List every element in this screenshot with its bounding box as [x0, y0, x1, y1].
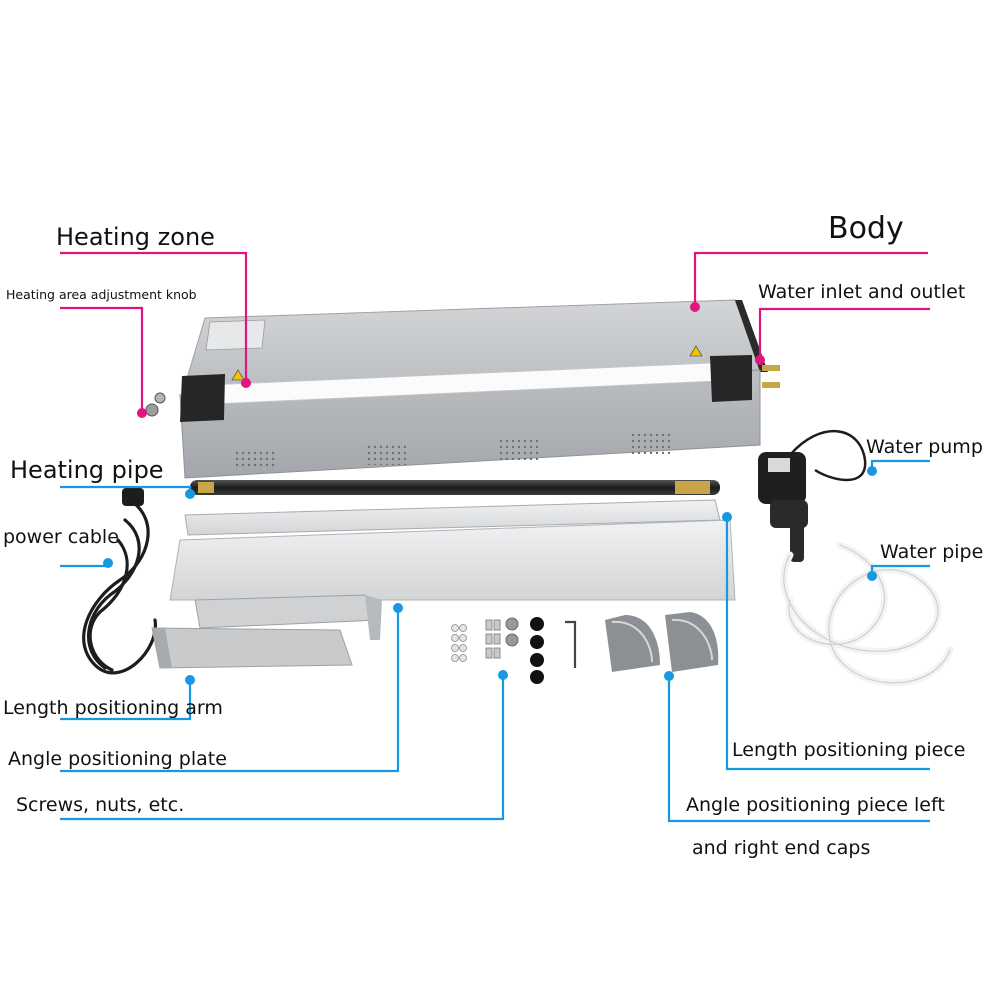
label-length-positioning-arm: Length positioning arm	[3, 697, 223, 719]
label-body: Body	[828, 211, 904, 246]
heating-pipe	[190, 480, 720, 495]
leader-power-cable	[60, 563, 110, 568]
leader-length-arm-dot	[185, 675, 195, 685]
leader-screws-dot	[498, 670, 508, 680]
leader-power-cable-dot	[103, 558, 113, 568]
label-angle-caps-line1: Angle positioning piece left	[686, 794, 945, 816]
leader-knob	[60, 306, 144, 413]
angle-end-caps	[605, 612, 719, 672]
leader-water-pump	[870, 459, 930, 471]
leader-body	[693, 251, 928, 307]
label-heating-area-adjustment-knob: Heating area adjustment knob	[6, 287, 197, 302]
angle-positioning-plate	[151, 594, 382, 669]
leader-body-dot	[690, 302, 700, 312]
leader-heating-zone	[60, 251, 248, 383]
label-angle-caps-line2: and right end caps	[692, 837, 871, 859]
leader-length-piece-dot	[722, 512, 732, 522]
leader-water-inlet-dot	[755, 355, 765, 365]
leader-knob-dot	[137, 408, 147, 418]
label-power-cable: power cable	[3, 526, 119, 548]
label-angle-positioning-plate: Angle positioning plate	[8, 748, 227, 770]
label-water-inlet-outlet: Water inlet and outlet	[758, 281, 966, 303]
machine-body	[145, 299, 780, 479]
leader-water-pump-dot	[867, 466, 877, 476]
label-length-positioning-piece: Length positioning piece	[732, 739, 966, 761]
leader-heating-zone-dot	[241, 378, 251, 388]
screws-and-nuts	[451, 617, 577, 684]
leader-angle-caps-dot	[664, 671, 674, 681]
length-positioning-arm-bar	[169, 499, 736, 601]
label-screws-nuts: Screws, nuts, etc.	[16, 794, 185, 816]
leader-water-inlet	[758, 307, 930, 360]
leader-screws	[60, 675, 505, 821]
label-water-pipe: Water pipe	[880, 541, 984, 563]
leader-length-arm	[60, 680, 192, 721]
leader-angle-plate-dot	[393, 603, 403, 613]
label-heating-pipe: Heating pipe	[10, 456, 164, 484]
leader-angle-caps	[667, 676, 930, 823]
water-pump	[758, 430, 867, 562]
power-cable	[82, 488, 157, 675]
leader-length-piece	[725, 517, 930, 771]
label-heating-zone: Heating zone	[56, 223, 215, 251]
leader-water-pipe-dot	[867, 571, 877, 581]
leader-lines	[60, 251, 930, 823]
leader-heating-pipe-dot	[185, 489, 195, 499]
leader-angle-plate	[60, 608, 400, 773]
label-water-pump: Water pump	[866, 436, 983, 458]
